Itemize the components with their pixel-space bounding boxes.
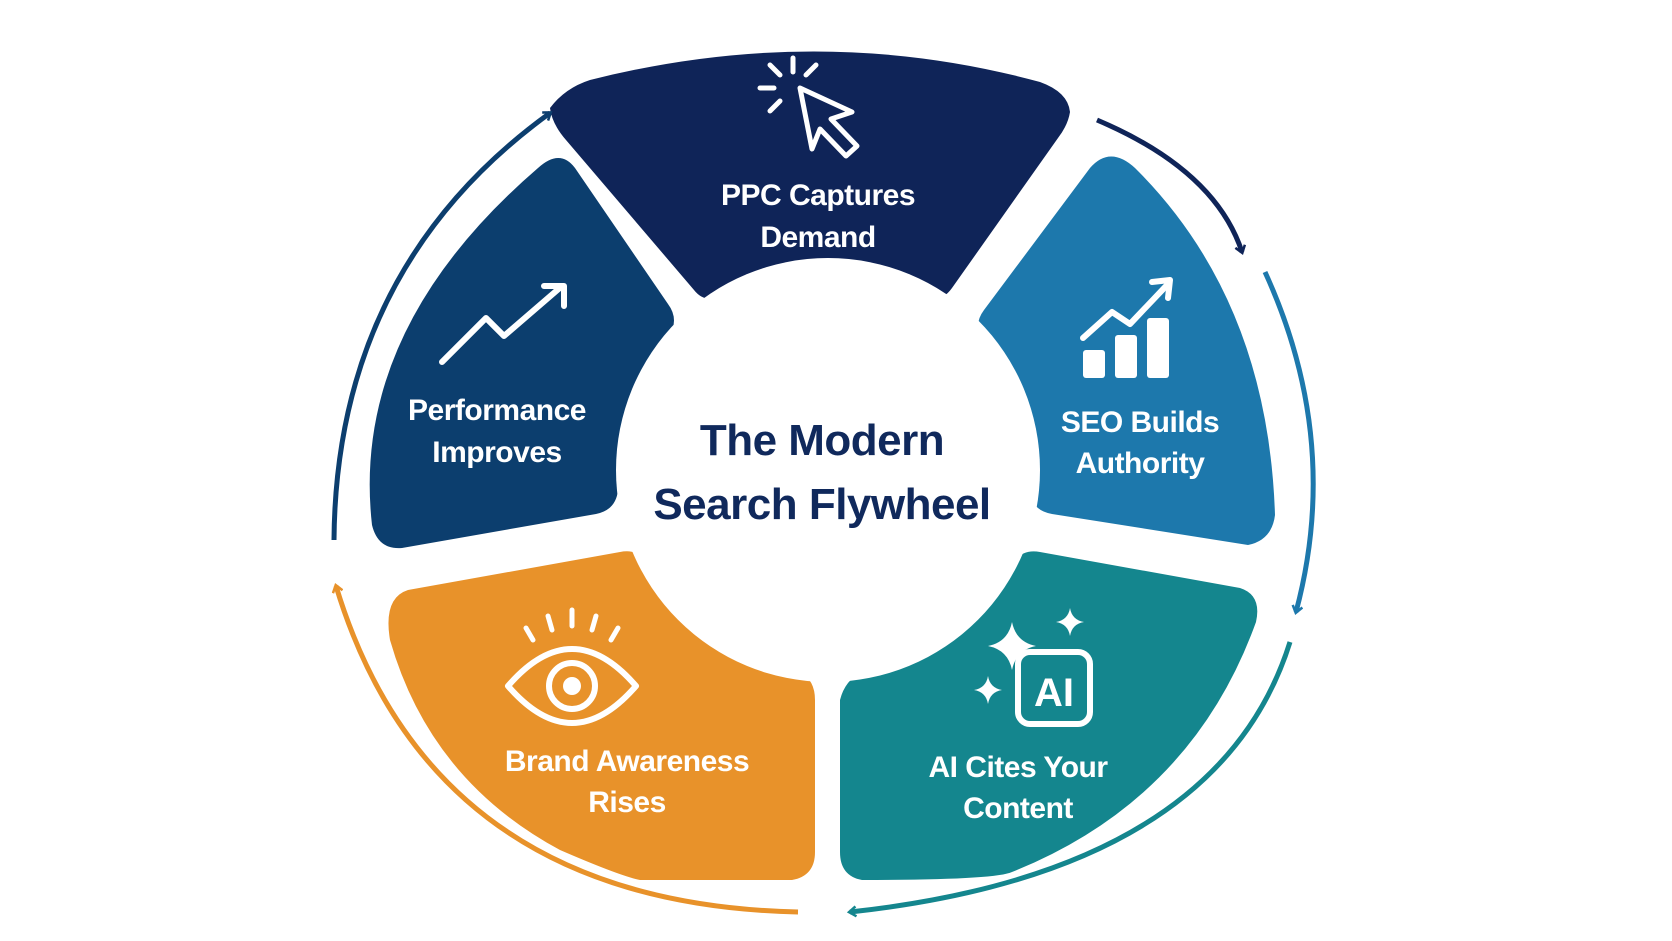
segment-ppc-label-line1: PPC Captures — [721, 179, 915, 212]
arrow-ppc-to-seo — [1096, 117, 1242, 252]
trend-up-icon — [439, 283, 567, 365]
segment-performance-label-line2: Improves — [432, 436, 561, 469]
arrow-brand-to-performance — [336, 586, 799, 915]
segment-ppc-label-line2: Demand — [760, 221, 875, 254]
segment-ai — [840, 551, 1258, 880]
segment-performance — [369, 158, 674, 549]
segment-brand-label-line1: Brand Awareness — [505, 745, 749, 778]
arrow-performance-to-ppc — [331, 110, 550, 541]
eye-icon — [505, 607, 639, 726]
flywheel-arrows — [331, 110, 1316, 915]
center-title-line2: Search Flywheel — [653, 480, 990, 529]
center-title-line1: The Modern — [700, 416, 944, 465]
segment-seo-label-line2: Authority — [1076, 447, 1206, 480]
bar-chart-growth-icon — [1080, 277, 1173, 378]
segment-seo-label-line1: SEO Builds — [1061, 406, 1219, 439]
segment-performance-label-line1: Performance — [408, 394, 586, 427]
center-hub — [616, 258, 1040, 682]
segment-brand-label-line2: Rises — [588, 786, 666, 819]
ai-sparkle-icon: AI — [974, 608, 1093, 727]
arrow-seo-to-ai — [1262, 270, 1316, 612]
segment-ppc — [550, 51, 1070, 300]
cursor-click-icon — [757, 55, 860, 159]
segment-ai-label-line2: Content — [963, 792, 1073, 825]
segment-ai-label-line1: AI Cites Your — [928, 751, 1108, 784]
ai-icon-text: AI — [1034, 671, 1074, 715]
arrow-ai-to-brand — [850, 641, 1293, 912]
